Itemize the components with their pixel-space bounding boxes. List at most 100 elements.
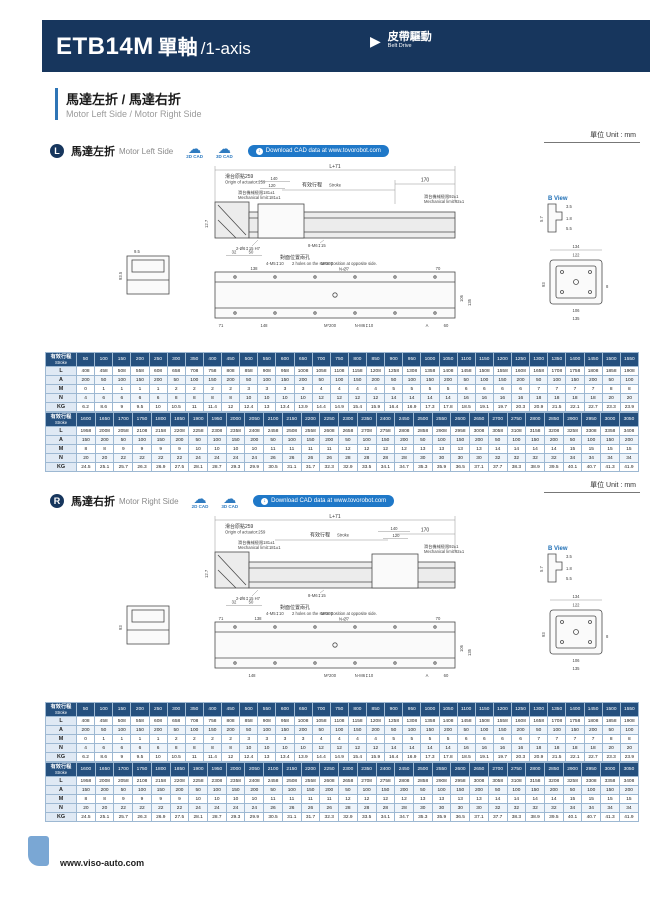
dim-cell: 38.3: [506, 462, 527, 472]
dim-cell: 4: [365, 384, 386, 394]
dim-m200-top: M*200: [321, 611, 334, 616]
download-cad-button[interactable]: ↓ Download CAD data at www.tovorobot.com: [247, 145, 389, 157]
stroke-column-header: 1650: [94, 762, 115, 777]
dim-cell: 1358: [420, 716, 440, 726]
limit-left-cn: 滑台機械極限181±1: [238, 539, 275, 546]
stroke-column-header: 1600: [76, 762, 96, 777]
row-label: A: [45, 725, 77, 735]
dim-cell: 8: [166, 743, 186, 753]
stroke-column-header: 600: [275, 352, 295, 367]
stroke-column-header: 1850: [169, 762, 190, 777]
dim-cell: 2658: [338, 426, 358, 436]
dim-cell: 9.5: [130, 402, 150, 412]
dim-cell: 658: [166, 366, 186, 376]
stroke-column-header: 950: [402, 702, 422, 717]
stroke-column-header: 750: [329, 702, 349, 717]
dim-cell: 6: [474, 384, 494, 394]
dim-cell: 11: [263, 444, 283, 454]
dim-cell: 18: [583, 743, 603, 753]
dim-cell: 8: [601, 384, 621, 394]
dim-cell: 40.7: [581, 812, 602, 822]
dim-cell: 50: [384, 725, 404, 735]
dim-cell: 14: [487, 444, 508, 454]
opposite-holes-en: 2 holes on the same position at opposite…: [292, 261, 377, 266]
stroke-column-header: 1250: [510, 702, 531, 717]
dim-cell: 14: [543, 444, 564, 454]
page-title-axis-cn: 單軸: [157, 37, 198, 59]
stroke-column-header: 450: [220, 352, 241, 367]
dim-cell: 13.9: [293, 752, 313, 762]
dim-135-rot: 135: [467, 648, 472, 656]
dim-cell: 2308: [207, 426, 227, 436]
dim-cell: 1658: [529, 366, 549, 376]
dim-cell: 2: [184, 384, 204, 394]
dim-cell: 25.1: [94, 812, 115, 822]
dim-cell: 1508: [474, 716, 494, 726]
dim-cell: 50: [338, 785, 358, 795]
dim-3-5: 3.5: [566, 554, 572, 559]
dim-cell: 150: [202, 725, 223, 735]
limit-left-en: Mechanical limit:181±1: [238, 545, 281, 550]
dim-cell: 10: [207, 444, 227, 454]
dim-cell: 6: [130, 393, 150, 403]
stroke-column-header: 150: [112, 352, 132, 367]
stroke-column-header: 1700: [113, 762, 134, 777]
dim-cell: 32: [487, 803, 508, 813]
dim-cell: 908: [257, 716, 277, 726]
dim-cell: 100: [402, 725, 422, 735]
cad-2d-button[interactable]: ☁ 2D CAD: [186, 142, 203, 159]
dim-cell: 9: [112, 402, 132, 412]
download-cad-button[interactable]: ↓ Download CAD data at www.tovorobot.com: [253, 495, 395, 507]
dim-cell: 8: [184, 743, 204, 753]
dim-cell: 100: [356, 785, 377, 795]
dim-cell: 12: [375, 794, 396, 804]
dim-cell: 10: [275, 743, 295, 753]
dim-cell: 14: [438, 743, 458, 753]
dim-cell: 808: [220, 366, 241, 376]
dim-cell: 2408: [244, 776, 265, 786]
stroke-column-header: 2200: [300, 762, 321, 777]
dim-cell: 2508: [281, 426, 302, 436]
panel-motor-left: 單位 Unit : mm L 馬達左折 Motor Left Side ☁ 2D…: [42, 128, 642, 478]
stroke-column-header: 3050: [618, 762, 640, 777]
dim-cell: 11.4: [202, 752, 223, 762]
dim-cell: 37.7: [487, 812, 508, 822]
dim-cell: 30: [450, 803, 471, 813]
dim-cell: 30.5: [263, 812, 283, 822]
dim-cell: 40.1: [562, 812, 583, 822]
dim-cell: 13: [257, 402, 277, 412]
dim-cell: 150: [492, 375, 513, 385]
stroke-column-header: 800: [347, 352, 368, 367]
stroke-column-header: 650: [293, 352, 313, 367]
dim-cell: 200: [244, 785, 265, 795]
dim-cell: 10: [257, 393, 277, 403]
dim-cell: 18: [565, 743, 585, 753]
cad-3d-button[interactable]: ☁ 3D CAD: [221, 492, 238, 509]
dim-cell: 1158: [347, 716, 368, 726]
dim-cell: 150: [202, 375, 223, 385]
dim-cell: 18.5: [456, 402, 476, 412]
dim-cell: 100: [619, 725, 640, 735]
dim-3-5: 3.5: [566, 204, 572, 209]
dim-cell: 10: [257, 743, 277, 753]
dim-cell: 2208: [169, 426, 190, 436]
cad-2d-button[interactable]: ☁ 2D CAD: [192, 492, 209, 509]
cad-3d-button[interactable]: ☁ 3D CAD: [216, 142, 233, 159]
dim-cell: 8: [94, 794, 115, 804]
dim-cell: 9: [112, 752, 132, 762]
dim-cell: 1: [112, 734, 132, 744]
stroke-column-header: 2450: [394, 412, 414, 427]
dim-cell: 17.3: [420, 752, 440, 762]
stroke-column-header: 400: [202, 352, 223, 367]
dim-cell: 24: [207, 803, 227, 813]
dim-cell: 7: [565, 384, 585, 394]
dim-cell: 958: [275, 366, 295, 376]
dim-cell: 7: [547, 384, 567, 394]
dim-134: 134: [573, 244, 581, 249]
dim-cell: 26: [300, 803, 321, 813]
